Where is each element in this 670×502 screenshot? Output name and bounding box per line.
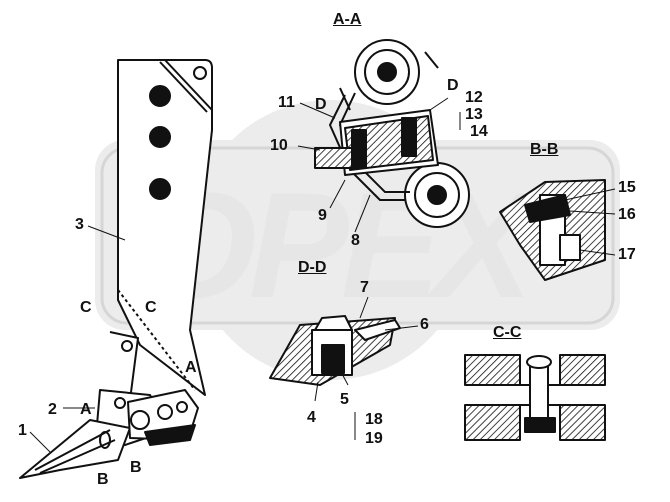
callout-13: 13 xyxy=(465,106,483,123)
view-a-a xyxy=(314,39,470,228)
view-d-d xyxy=(269,315,401,386)
cut-mark-a-left: A xyxy=(80,401,92,418)
section-title-b-b: B-B xyxy=(530,141,559,158)
callout-4: 4 xyxy=(307,409,316,426)
callout-3: 3 xyxy=(75,216,84,233)
callout-12: 12 xyxy=(465,89,483,106)
view-c-c xyxy=(464,354,606,441)
leader-lines xyxy=(29,97,616,453)
callout-1: 1 xyxy=(18,422,27,439)
callout-16: 16 xyxy=(618,206,636,223)
cut-mark-c-right: C xyxy=(145,299,157,316)
shank xyxy=(117,59,213,396)
callout-15: 15 xyxy=(618,179,636,196)
callout-19: 19 xyxy=(365,430,383,447)
callout-18: 18 xyxy=(365,411,383,428)
callout-5: 5 xyxy=(340,391,349,408)
section-title-d-d: D-D xyxy=(298,259,327,276)
callout-8: 8 xyxy=(351,232,360,249)
cut-mark-d-right: D xyxy=(447,77,459,94)
section-title-a-a: A-A xyxy=(333,11,362,28)
cut-mark-d-left: D xyxy=(315,96,327,113)
cut-mark-a-right: A xyxy=(185,359,197,376)
cut-mark-c-left: C xyxy=(80,299,92,316)
callout-6: 6 xyxy=(420,316,429,333)
cut-mark-b-right: B xyxy=(130,459,142,476)
callout-9: 9 xyxy=(318,207,327,224)
callout-11: 11 xyxy=(278,94,295,111)
callout-7: 7 xyxy=(360,279,369,296)
view-b-b xyxy=(499,179,606,281)
callout-2: 2 xyxy=(48,401,57,418)
tip-and-adapter xyxy=(19,331,199,479)
callout-17: 17 xyxy=(618,246,636,263)
callout-10: 10 xyxy=(270,137,288,154)
callout-14: 14 xyxy=(470,123,488,140)
cut-mark-b-left: B xyxy=(97,471,109,488)
section-title-c-c: C-C xyxy=(493,324,522,341)
